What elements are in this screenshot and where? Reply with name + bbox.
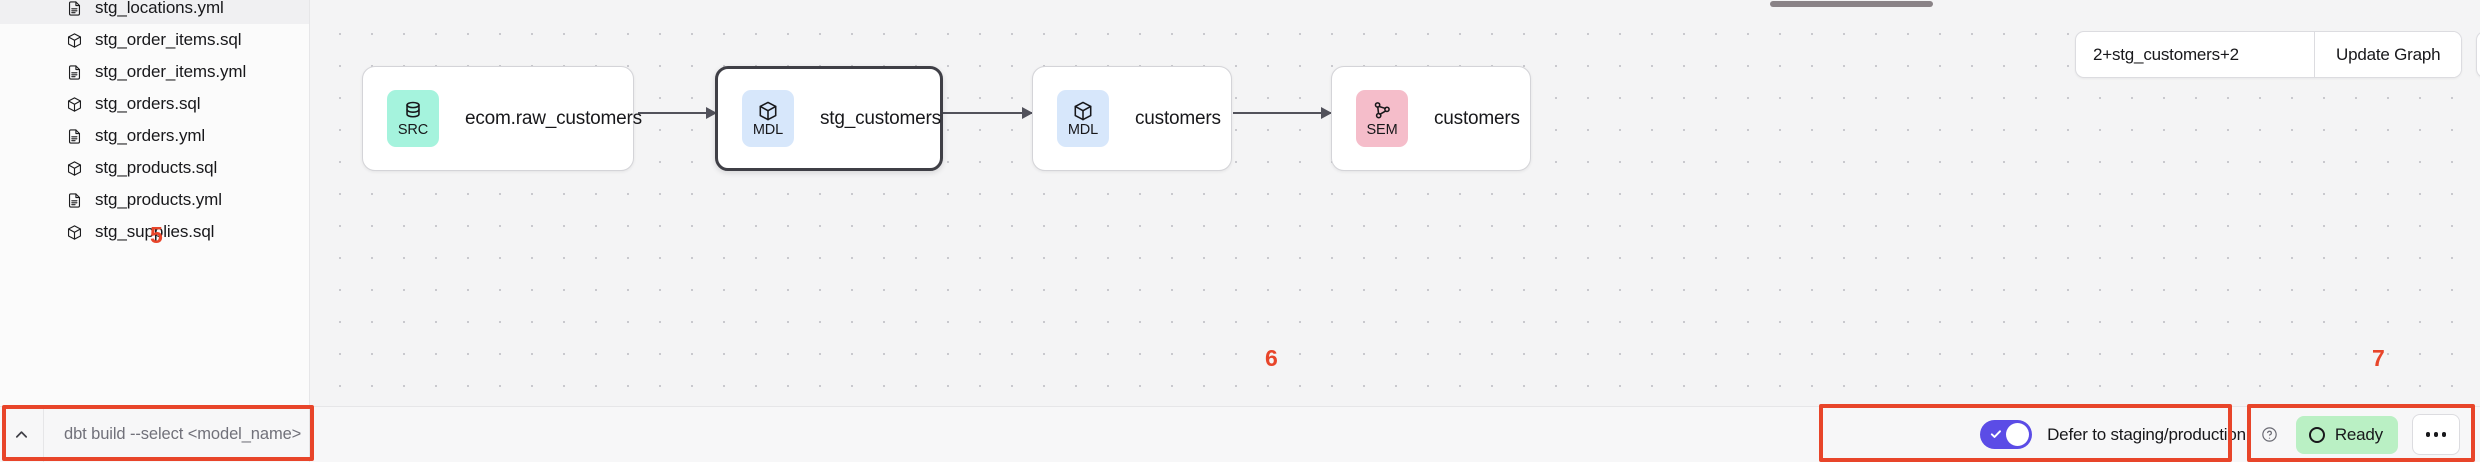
defer-toggle[interactable]: [1980, 420, 2033, 449]
horizontal-scrollbar-thumb[interactable]: [1770, 1, 1933, 7]
check-icon: [1989, 427, 2003, 441]
file-list: stg_locations.yml stg_order_items.sql stg_…: [0, 0, 309, 248]
edge-mdl-to-sem: [1233, 107, 1332, 119]
node-label: ecom.raw_customers: [465, 107, 642, 129]
node-badge-sem: SEM: [1356, 90, 1408, 147]
help-circle-icon[interactable]: [2261, 426, 2278, 443]
network-icon: [1371, 100, 1393, 122]
file-item[interactable]: stg_products.yml: [0, 184, 309, 216]
command-input[interactable]: dbt build --select <model_name>: [64, 425, 302, 443]
file-yml-icon: [66, 0, 83, 17]
more-dot: [2425, 432, 2431, 437]
graph-node-customers-sem[interactable]: SEM customers: [1331, 66, 1531, 171]
file-item[interactable]: stg_orders.sql: [0, 88, 309, 120]
defer-label: Defer to staging/production: [2047, 424, 2246, 444]
file-item-label: stg_order_items.yml: [95, 62, 247, 81]
file-yml-icon: [66, 128, 83, 145]
lineage-graph-panel: SRC ecom.raw_customers MDL stg_customer: [310, 0, 2480, 462]
status-circle-icon: [2308, 426, 2325, 443]
file-yml-icon: [66, 192, 83, 209]
file-item-label: stg_locations.yml: [95, 0, 224, 17]
defer-toggle-group: Defer to staging/production: [1980, 420, 2278, 449]
command-bar[interactable]: dbt build --select <model_name>: [0, 406, 309, 462]
fullscreen-icon[interactable]: [2476, 31, 2480, 78]
file-explorer-sidebar: stg_locations.yml stg_order_items.sql stg_…: [0, 0, 310, 462]
node-label: customers: [1434, 107, 1520, 129]
file-item[interactable]: stg_supplies.sql: [0, 216, 309, 248]
graph-node-ecom-raw-customers[interactable]: SRC ecom.raw_customers: [362, 66, 642, 171]
node-label: stg_customers: [820, 107, 941, 129]
node-badge-label: MDL: [752, 121, 784, 138]
toggle-knob: [2006, 423, 2030, 446]
graph-toolbar: Update Graph: [2075, 31, 2480, 78]
status-badge[interactable]: Ready: [2295, 415, 2398, 454]
graph-query-group: Update Graph: [2075, 31, 2463, 78]
more-horizontal-icon[interactable]: [2412, 414, 2460, 455]
file-item[interactable]: stg_products.sql: [0, 152, 309, 184]
node-badge-label: SRC: [397, 121, 429, 138]
graph-query-input[interactable]: [2076, 32, 2314, 77]
status-badge-label: Ready: [2334, 424, 2383, 444]
update-graph-button[interactable]: Update Graph: [2314, 32, 2462, 77]
ready-status-group: Ready: [2295, 414, 2460, 455]
edge-stg-to-mdl: [942, 107, 1033, 119]
database-icon: [402, 100, 424, 122]
horizontal-scrollbar-track[interactable]: [310, 0, 2480, 8]
file-item[interactable]: stg_order_items.sql: [0, 24, 309, 56]
node-label: customers: [1135, 107, 1221, 129]
file-yml-icon: [66, 64, 83, 81]
edge-src-to-stg: [638, 107, 717, 119]
status-bar: Defer to staging/production Ready: [310, 406, 2480, 462]
file-item[interactable]: stg_order_items.yml: [0, 56, 309, 88]
cube-icon: [757, 100, 779, 122]
graph-node-stg-customers[interactable]: MDL stg_customers: [715, 66, 943, 171]
cube-sql-icon: [66, 224, 83, 241]
node-badge-mdl: MDL: [1057, 90, 1109, 147]
file-item-label: stg_products.sql: [95, 158, 218, 177]
file-item-label: stg_orders.yml: [95, 126, 206, 145]
file-item-label: stg_products.yml: [95, 190, 222, 209]
cube-sql-icon: [66, 96, 83, 113]
graph-node-customers-mdl[interactable]: MDL customers: [1032, 66, 1232, 171]
cube-icon: [1072, 100, 1094, 122]
file-item[interactable]: stg_orders.yml: [0, 120, 309, 152]
node-badge-src: SRC: [387, 90, 439, 147]
node-badge-label: SEM: [1366, 121, 1398, 138]
file-item[interactable]: stg_locations.yml: [0, 0, 309, 24]
cube-sql-icon: [66, 32, 83, 49]
file-item-label: stg_order_items.sql: [95, 30, 242, 49]
file-item-label: stg_orders.sql: [95, 94, 201, 113]
more-dot: [2433, 432, 2439, 437]
node-badge-label: MDL: [1067, 121, 1099, 138]
file-item-label: stg_supplies.sql: [95, 222, 215, 241]
cube-sql-icon: [66, 160, 83, 177]
more-dot: [2441, 432, 2447, 437]
node-badge-mdl: MDL: [742, 90, 794, 147]
chevron-up-icon[interactable]: [0, 406, 44, 462]
